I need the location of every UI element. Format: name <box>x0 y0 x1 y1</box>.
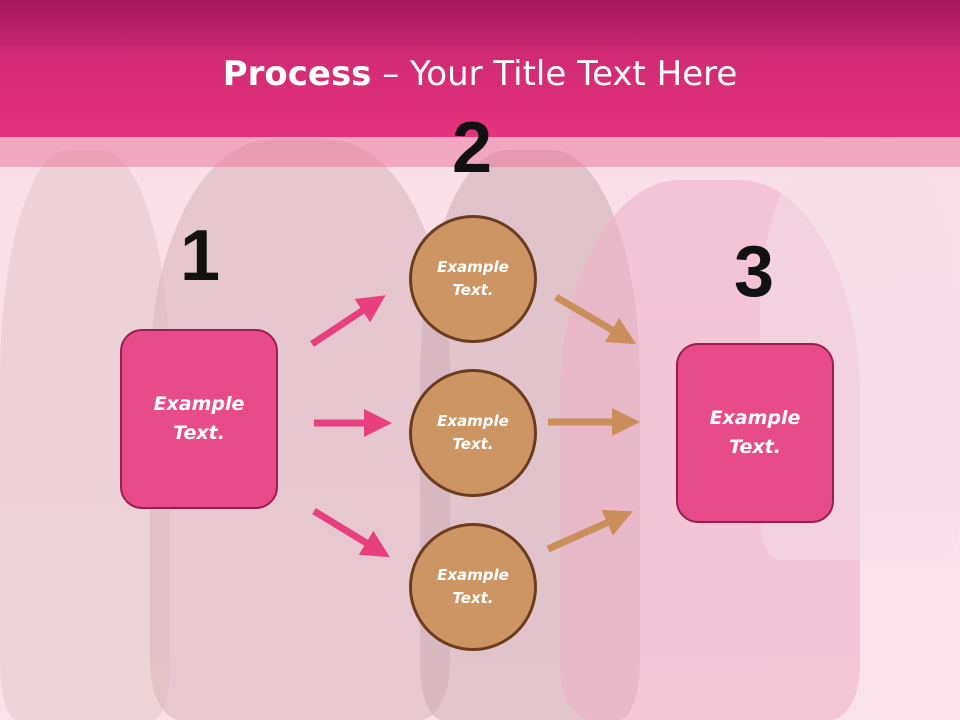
circle-middle-text: Example Text. <box>437 412 509 453</box>
left-box-text: Example Text. <box>153 393 245 444</box>
arrow-top-to-right <box>554 293 637 345</box>
left-process-box: Example Text. <box>120 329 278 509</box>
title-rest: – Your Title Text Here <box>371 54 738 94</box>
title-bold: Process <box>222 54 372 94</box>
title-bar-band <box>0 137 960 167</box>
circle-node-top: Example Text. <box>409 215 537 343</box>
step-number-2: 2 <box>451 108 493 188</box>
step-number-3: 3 <box>733 232 775 312</box>
arrow-left-to-bottom <box>312 508 390 558</box>
circle-bottom-text: Example Text. <box>437 566 509 607</box>
circle-node-bottom: Example Text. <box>409 523 537 651</box>
circle-top-text: Example Text. <box>437 258 509 299</box>
arrow-bottom-to-right <box>546 509 633 553</box>
title-bar <box>0 0 960 137</box>
arrow-left-to-top <box>310 295 386 347</box>
slide-title: Process – Your Title Text Here <box>0 52 960 96</box>
right-process-box: Example Text. <box>676 343 834 523</box>
step-number-1: 1 <box>179 216 221 296</box>
circle-node-middle: Example Text. <box>409 369 537 497</box>
right-box-text: Example Text. <box>709 407 801 458</box>
